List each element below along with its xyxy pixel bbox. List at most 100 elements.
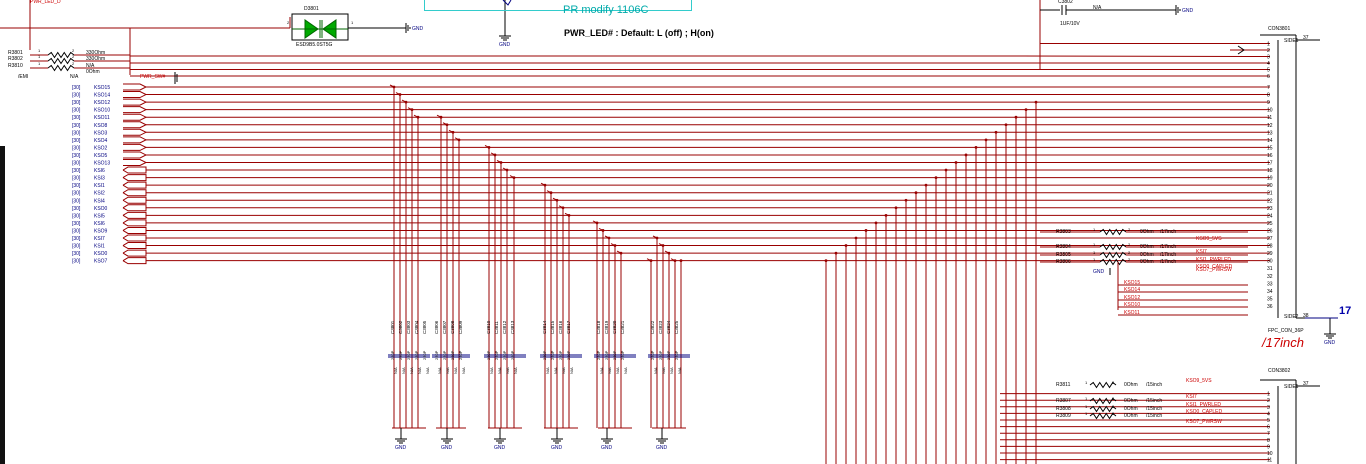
pin-number: 2 <box>1128 257 1131 262</box>
cap-ref-c3807: C3807 <box>442 320 447 334</box>
cap-ref-c3804: C3804 <box>414 320 419 334</box>
cap-na: N/A <box>437 367 442 374</box>
signal-name-ksi6: KSI6 <box>94 221 105 227</box>
junction-dot <box>954 161 958 164</box>
connector-a-pin-number: 20 <box>1267 183 1273 189</box>
signal-name-ksi5: KSI5 <box>94 213 105 219</box>
pr-arrow <box>502 0 512 6</box>
resistor-symbol <box>1099 258 1127 266</box>
cap-na: N/A <box>569 367 574 374</box>
right-resistor-a-value: 0Ohm <box>1140 252 1154 258</box>
bend <box>670 258 676 262</box>
right-resistor-a-net: KSO9_5VS <box>1196 236 1222 242</box>
resistor-symbol <box>1089 397 1117 405</box>
right-resistor-b-net: KSI7 <box>1186 394 1197 400</box>
connector-a-pin-number: 27 <box>1267 236 1273 242</box>
bend <box>646 258 652 262</box>
pwr-led-net: PWR_LED_D <box>30 0 61 5</box>
cap-value: 220P <box>650 350 655 360</box>
connector-a-pin-number: 16 <box>1267 153 1273 159</box>
pin-number: 1 <box>1085 396 1088 401</box>
cap-na: N/A <box>545 367 550 374</box>
right-resistor-b-net: KSO0_CAPLED <box>1186 409 1223 415</box>
signal-port <box>123 83 148 91</box>
cap-ref-c3813: C3813 <box>510 320 515 334</box>
net-row-3b <box>1019 55 1249 57</box>
resistor-symbol <box>1099 243 1127 251</box>
resistor-symbol <box>1089 412 1117 420</box>
cap-value: 220P <box>458 350 463 360</box>
cap-na: N/A <box>661 367 666 374</box>
junction-dot <box>974 146 978 149</box>
resistor-symbol <box>1099 228 1127 236</box>
connector-a-side2: SIDE2 <box>1284 314 1299 320</box>
cap-value: 220P <box>542 350 547 360</box>
signal-name-ksi1: KSI1 <box>94 183 105 189</box>
signal-port <box>122 181 147 189</box>
cap-na: N/A <box>553 367 558 374</box>
junction-dot <box>944 168 948 172</box>
signal-tag: [30] <box>72 108 81 114</box>
connector-b-pin-number: 6 <box>1267 425 1270 431</box>
signal-tag: [30] <box>72 228 81 234</box>
cap-na: N/A <box>417 367 422 374</box>
cap-group-gnd: GND <box>441 445 453 451</box>
bend <box>448 129 454 133</box>
signal-name-kso9: KSO9 <box>94 228 108 234</box>
cap-ref-c3820: C3820 <box>612 320 617 334</box>
junction-dot <box>1024 108 1028 112</box>
cap-group-gnd: GND <box>551 445 563 451</box>
signal-tag: [30] <box>72 251 81 257</box>
bend <box>552 197 558 201</box>
junction-dot <box>1034 100 1038 104</box>
connector-a-pin-number: 18 <box>1267 168 1273 174</box>
bend <box>436 114 442 118</box>
signal-port <box>123 91 148 99</box>
cap-ref-c3814: C3814 <box>542 320 547 334</box>
signal-port <box>123 98 148 106</box>
cap-value: 220P <box>442 350 447 360</box>
cap-value: 220P <box>398 350 403 360</box>
junction-dot <box>924 183 928 187</box>
pin-number: 2 <box>1112 411 1115 416</box>
junction-dot <box>679 259 683 263</box>
pwr-sw-net: PWR_SW# <box>140 74 166 80</box>
connector-a-pin-number: 6 <box>1267 74 1270 80</box>
cap-value: 220P <box>658 350 663 360</box>
signal-name-kso11: KSO11 <box>94 115 110 121</box>
signal-tag: [30] <box>72 138 81 144</box>
pin-number: 1 <box>1093 257 1096 262</box>
cap-na: N/A <box>453 367 458 374</box>
junction-dot <box>894 206 898 210</box>
junction-dot <box>1014 115 1018 119</box>
connector-a-pin-number: 19 <box>1267 176 1273 182</box>
cap-value: 220P <box>612 350 617 360</box>
signal-name-kso0: KSO0 <box>94 206 108 212</box>
cap-top-na: N/A <box>1093 5 1102 11</box>
signal-name-kso2: KSO2 <box>94 145 108 151</box>
connector-a-pin-number: 33 <box>1267 281 1273 287</box>
cap-ref-c3803: C3803 <box>406 320 411 334</box>
cap-group-gnd: GND <box>395 445 407 451</box>
signal-port <box>122 204 147 212</box>
cap-na: N/A <box>461 367 466 374</box>
right-resistor-b-ref: R3811 <box>1056 382 1071 388</box>
signal-port <box>123 159 148 166</box>
connector-a-pin-number: 23 <box>1267 206 1273 212</box>
cap-na: N/A <box>505 367 510 374</box>
cap-value: 220P <box>674 350 679 360</box>
connector-b-pin-number: 9 <box>1267 444 1270 450</box>
signal-tag: [30] <box>72 168 81 174</box>
signal-tag: [30] <box>72 259 81 265</box>
bend <box>389 84 395 88</box>
right-resistor-b-net: KSO9_5VS <box>1186 378 1212 384</box>
bend <box>658 243 664 246</box>
right-resistor-a-tag: /17inch <box>1160 259 1176 265</box>
bend <box>664 250 670 254</box>
junction-dot <box>904 198 908 202</box>
connector-b-pin-number: 7 <box>1267 431 1270 437</box>
connector-a-part: FPC_CON_36P <box>1268 328 1304 334</box>
connector-a-pin-37: 37 <box>1303 35 1309 41</box>
signal-port <box>123 151 148 159</box>
junction-dot <box>984 138 988 142</box>
